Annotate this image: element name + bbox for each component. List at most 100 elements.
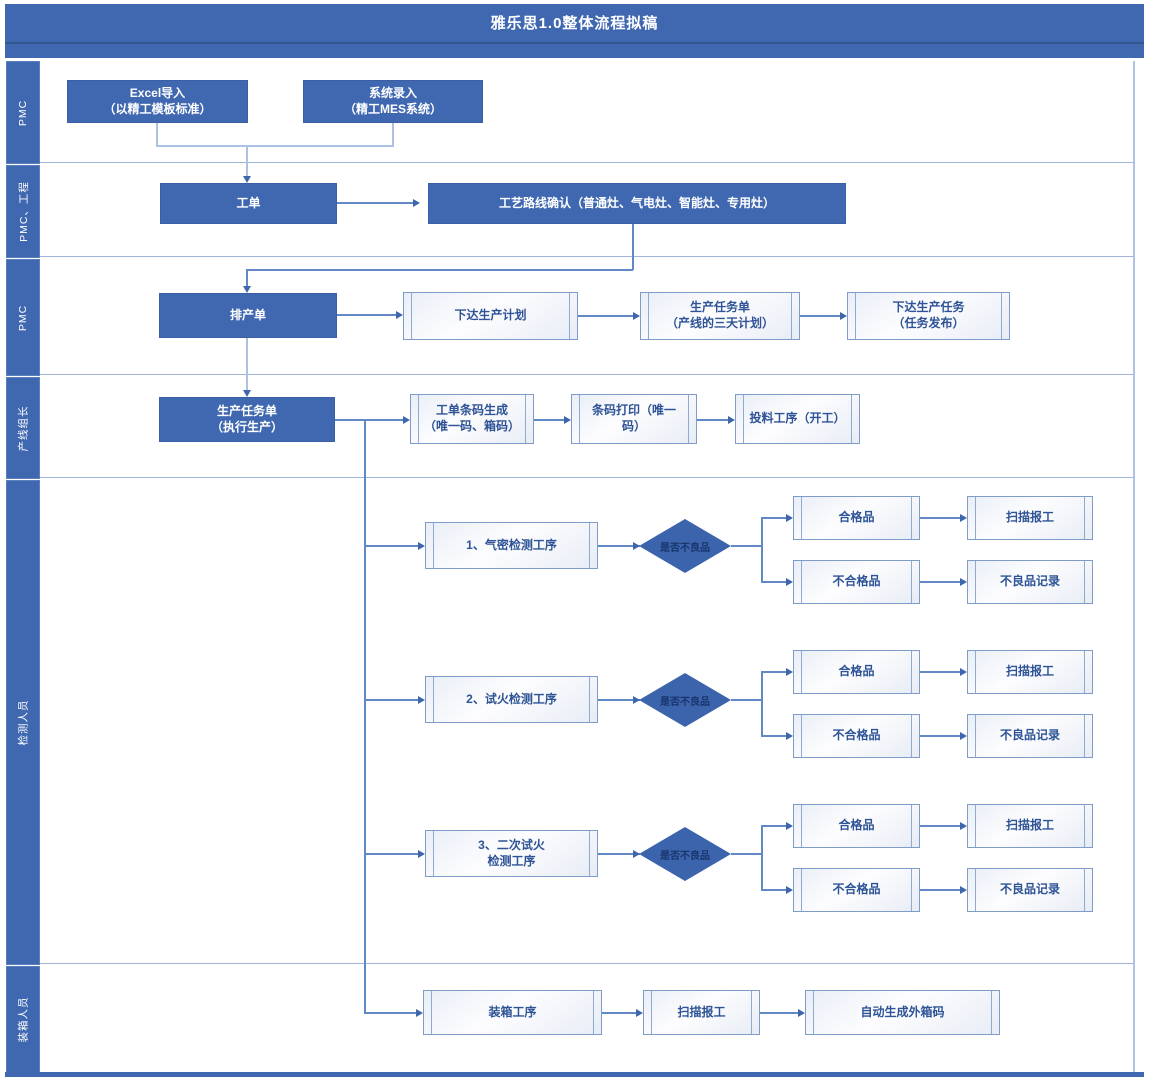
defect-decision-diamond: 是否不良品	[639, 519, 731, 573]
connector-line	[246, 269, 248, 286]
connector-line	[761, 672, 763, 736]
connector-line	[598, 545, 640, 547]
connector-line	[246, 145, 248, 176]
issue-production-task-node: 下达生产任务 （任务发布）	[847, 292, 1010, 340]
frame-border-bottom	[5, 1072, 1144, 1077]
connector-line	[731, 545, 762, 547]
connector-line	[364, 1012, 416, 1014]
connector-line	[920, 581, 960, 583]
arrowhead-right	[636, 1009, 643, 1017]
connector-line	[920, 517, 960, 519]
lane-divider	[40, 162, 1135, 163]
production-task-list-node: 生产任务单 （产线的三天计划）	[640, 292, 800, 340]
connector-line	[731, 853, 762, 855]
arrowhead-right	[960, 822, 967, 830]
arrowhead-right	[728, 416, 735, 424]
defect-decision-diamond: 是否不良品	[639, 673, 731, 727]
arrowhead-right	[418, 850, 425, 858]
connector-line	[800, 315, 840, 317]
connector-line	[761, 518, 763, 582]
fail-record-node: 不良品记录	[967, 868, 1093, 912]
connector-line	[364, 853, 418, 855]
fail-node: 不合格品	[793, 868, 920, 912]
connector-line	[731, 699, 762, 701]
pass-report-node: 扫描报工	[967, 804, 1093, 848]
connector-line	[920, 671, 960, 673]
connector-line	[697, 419, 728, 421]
arrowhead-right	[786, 578, 793, 586]
packing-process-node: 装箱工序	[423, 990, 602, 1035]
arrowhead-right	[413, 199, 420, 207]
connector-line	[761, 889, 786, 891]
swimlane-line-leader: 产线组长	[6, 377, 40, 479]
arrowhead-right	[633, 850, 640, 858]
swimlane-packer: 装箱人员	[6, 966, 40, 1073]
connector-line	[598, 699, 640, 701]
connector-line	[761, 825, 786, 827]
connector-line	[761, 826, 763, 890]
swimlane-label: PMC	[17, 99, 29, 126]
swimlane-label: 装箱人员	[17, 996, 30, 1043]
arrowhead-right	[960, 732, 967, 740]
trunk-connector-line	[364, 420, 366, 1013]
connector-line	[246, 269, 633, 271]
arrowhead-right	[960, 578, 967, 586]
pass-report-node: 扫描报工	[967, 496, 1093, 540]
connector-line	[392, 123, 394, 146]
pass-node: 合格品	[793, 650, 920, 694]
defect-decision-diamond: 是否不良品	[639, 827, 731, 881]
swimlane-inspector: 检测人员	[6, 480, 40, 965]
scheduling-order-node: 排产单	[159, 293, 337, 338]
connector-line	[760, 1012, 798, 1014]
title-bar-divider	[5, 42, 1144, 44]
title-bar: 雅乐思1.0整体流程拟稿	[5, 4, 1144, 58]
barcode-generate-node: 工单条码生成 （唯一码、箱码）	[410, 394, 534, 444]
arrowhead-right	[786, 514, 793, 522]
swimlane-pmc-engineering: PMC、工程	[6, 165, 40, 258]
arrowhead-right	[786, 822, 793, 830]
connector-line	[632, 224, 634, 270]
arrowhead-right	[786, 732, 793, 740]
arrowhead-right	[960, 514, 967, 522]
arrowhead-right	[418, 542, 425, 550]
system-entry-node: 系统录入 （精工MES系统）	[303, 80, 483, 123]
connector-line	[761, 581, 786, 583]
fail-record-node: 不良品记录	[967, 560, 1093, 604]
connector-line	[761, 517, 786, 519]
issue-production-plan-node: 下达生产计划	[403, 292, 578, 340]
inspection-step-node: 1、气密检测工序	[425, 522, 598, 569]
arrowhead-right	[786, 886, 793, 894]
swimlane-label: 检测人员	[17, 699, 30, 746]
pass-node: 合格品	[793, 496, 920, 540]
arrowhead-right	[633, 696, 640, 704]
swimlane-label: PMC、工程	[17, 181, 30, 242]
arrowhead-right	[633, 542, 640, 550]
pass-node: 合格品	[793, 804, 920, 848]
lane-divider	[40, 963, 1135, 964]
connector-line	[761, 735, 786, 737]
connector-line	[246, 338, 248, 390]
fail-node: 不合格品	[793, 714, 920, 758]
arrowhead-right	[633, 312, 640, 320]
connector-line	[920, 735, 960, 737]
inspection-step-node: 3、二次试火 检测工序	[425, 830, 598, 877]
inspection-step-node: 2、试火检测工序	[425, 676, 598, 723]
process-route-confirm-node: 工艺路线确认（普通灶、气电灶、智能灶、专用灶）	[428, 183, 846, 224]
arrowhead-right	[564, 416, 571, 424]
arrowhead-right	[403, 416, 410, 424]
fail-record-node: 不良品记录	[967, 714, 1093, 758]
arrowhead-right	[396, 311, 403, 319]
arrowhead-down	[243, 286, 251, 293]
arrowhead-right	[960, 886, 967, 894]
frame-border-right	[1133, 61, 1135, 1072]
swimlane-pmc-1: PMC	[6, 61, 40, 164]
connector-line	[364, 545, 418, 547]
connector-line	[335, 419, 403, 421]
arrowhead-down	[243, 390, 251, 397]
lane-divider	[40, 256, 1135, 257]
connector-line	[534, 419, 564, 421]
fail-node: 不合格品	[793, 560, 920, 604]
barcode-print-node: 条码打印（唯一 码）	[571, 394, 697, 444]
connector-line	[337, 314, 396, 316]
